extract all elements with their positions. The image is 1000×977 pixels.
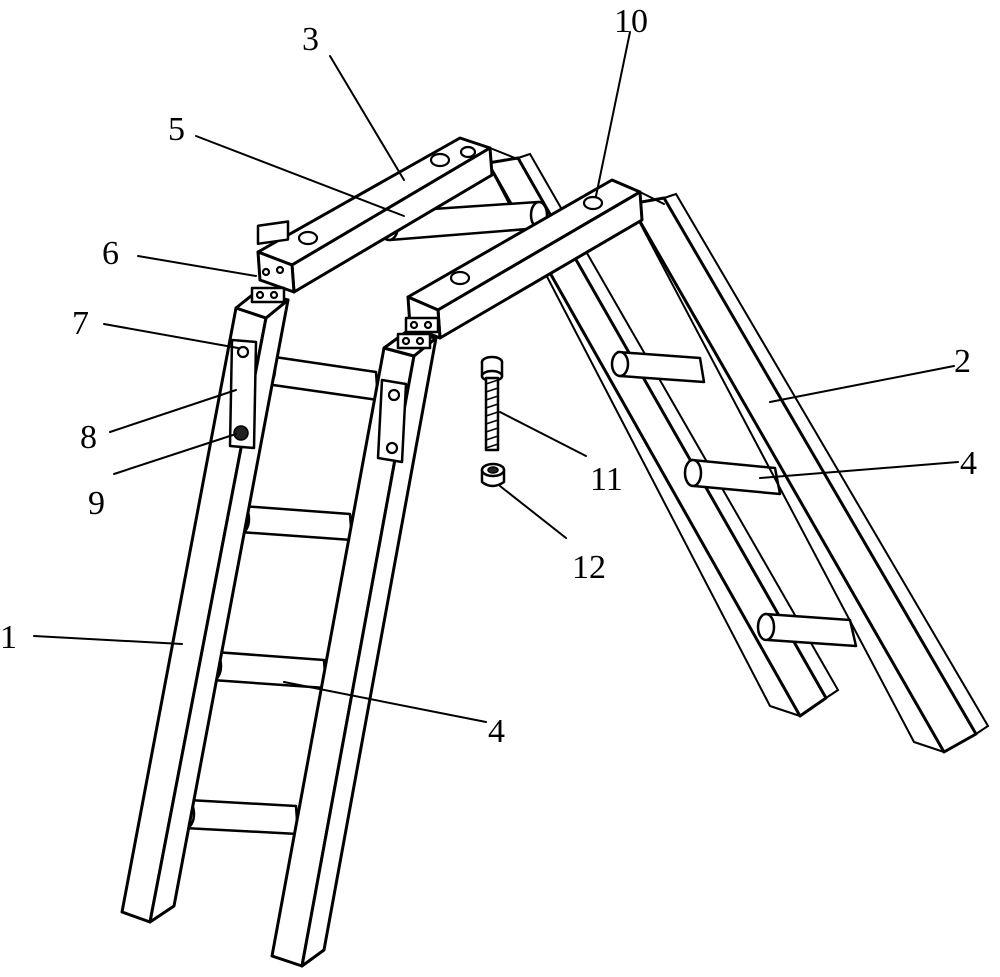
hinge-right bbox=[396, 316, 440, 350]
part-labels: 1 2 3 4 4 5 6 7 8 9 10 11 12 bbox=[0, 3, 977, 750]
top-beam-back bbox=[256, 136, 521, 294]
label-4-right: 4 bbox=[960, 445, 977, 482]
front-rung-4 bbox=[182, 798, 300, 836]
front-rung-3 bbox=[210, 650, 328, 690]
back-rung-3 bbox=[763, 612, 858, 648]
label-8: 8 bbox=[80, 419, 97, 456]
label-11: 11 bbox=[590, 461, 623, 498]
front-rung-2 bbox=[238, 504, 354, 542]
front-rung-1 bbox=[264, 354, 380, 402]
hinge-left bbox=[250, 220, 290, 304]
label-3: 3 bbox=[302, 21, 319, 58]
leader-lines bbox=[33, 31, 959, 723]
side-plate-left bbox=[228, 338, 258, 450]
back-rung-1 bbox=[616, 350, 706, 384]
nut bbox=[480, 462, 506, 488]
label-5: 5 bbox=[168, 111, 185, 148]
label-4-bottom: 4 bbox=[488, 713, 505, 750]
back-ladder bbox=[378, 152, 990, 754]
front-ladder bbox=[120, 290, 438, 968]
label-6: 6 bbox=[102, 235, 119, 272]
side-plate-right bbox=[376, 378, 408, 464]
label-2: 2 bbox=[954, 343, 971, 380]
label-9: 9 bbox=[88, 485, 105, 522]
bolt bbox=[480, 355, 504, 452]
label-10: 10 bbox=[614, 3, 648, 40]
label-1: 1 bbox=[0, 619, 17, 656]
label-12: 12 bbox=[572, 549, 606, 586]
label-7: 7 bbox=[72, 305, 89, 342]
